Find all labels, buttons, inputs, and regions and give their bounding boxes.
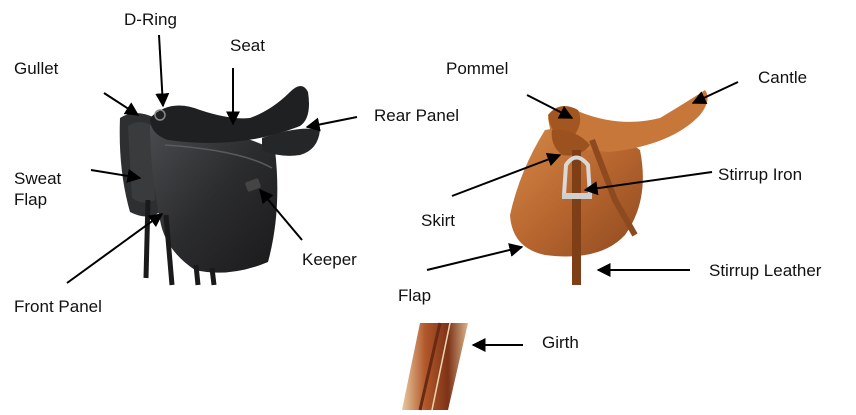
- stirrup-leather-shape: [572, 150, 581, 285]
- skirt-label: Skirt: [421, 210, 455, 231]
- rear-panel-label: Rear Panel: [374, 105, 459, 126]
- pommel-label: Pommel: [446, 58, 508, 79]
- stirrup-leather-label: Stirrup Leather: [709, 260, 821, 281]
- keeper-label: Keeper: [302, 249, 357, 270]
- stirrup-iron-label: Stirrup Iron: [718, 164, 802, 185]
- gullet-arrow: [104, 93, 138, 115]
- cantle-label: Cantle: [758, 67, 807, 88]
- girth-illustration: [402, 323, 468, 410]
- flap-label: Flap: [398, 285, 431, 306]
- girth-label: Girth: [542, 332, 579, 353]
- flap-arrow: [427, 247, 522, 270]
- d-ring-arrow: [159, 35, 163, 106]
- rear-panel-arrow: [307, 117, 357, 127]
- dressage-saddle-illustration: [120, 86, 320, 285]
- cantle-arrow: [693, 82, 738, 103]
- front-panel-label: Front Panel: [14, 296, 102, 317]
- seat-label: Seat: [230, 35, 265, 56]
- d-ring-label: D-Ring: [124, 9, 177, 30]
- gullet-label: Gullet: [14, 58, 58, 79]
- sweat-flap-label: Sweat Flap: [14, 168, 61, 210]
